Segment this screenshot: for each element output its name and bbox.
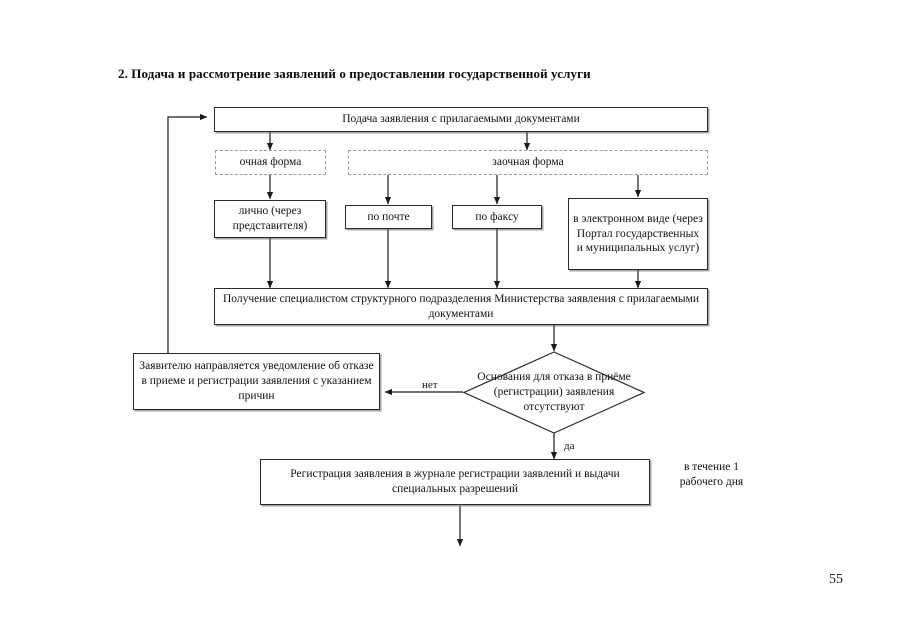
node-submission[interactable]: Подача заявления с прилагаемыми документ… (214, 107, 708, 132)
node-by-mail-label: по почте (367, 210, 410, 223)
node-by-fax-label: по факсу (475, 210, 519, 223)
annotation-timeframe: в течение 1 рабочего дня (679, 461, 744, 488)
node-refusal-notice[interactable]: Заявителю направляется уведомление об от… (133, 353, 380, 410)
edge-label-no: нет (420, 379, 440, 391)
node-in-person-form-label: очная форма (239, 156, 302, 169)
node-submission-label: Подача заявления с прилагаемыми документ… (342, 113, 580, 126)
node-remote-form[interactable]: заочная форма (348, 150, 708, 175)
decision-diamond-shape (462, 351, 646, 434)
node-receipt[interactable]: Получение специалистом структурного подр… (214, 288, 708, 325)
node-remote-form-label: заочная форма (492, 156, 564, 169)
node-decision[interactable]: Основания для отказа в приёме (регистрац… (462, 351, 646, 434)
node-personally-label: лично (через представителя) (232, 205, 308, 232)
node-registration-label: Регистрация заявления в журнале регистра… (290, 468, 620, 495)
node-by-mail[interactable]: по почте (345, 205, 432, 229)
node-registration[interactable]: Регистрация заявления в журнале регистра… (260, 459, 650, 505)
node-by-fax[interactable]: по факсу (452, 205, 542, 229)
edge-label-yes: да (562, 440, 577, 452)
page-number: 55 (829, 572, 843, 587)
node-in-person-form[interactable]: очная форма (215, 150, 326, 175)
node-receipt-label: Получение специалистом структурного подр… (222, 292, 700, 320)
page-title: 2. Подача и рассмотрение заявлений о пре… (118, 66, 591, 81)
node-refusal-notice-label: Заявителю направляется уведомление об от… (139, 360, 374, 402)
node-electronic-label: в электронном виде (через Портал государ… (573, 212, 703, 255)
node-electronic[interactable]: в электронном виде (через Портал государ… (568, 198, 708, 270)
node-decision-label: Основания для отказа в приёме (регистрац… (477, 371, 631, 413)
node-personally[interactable]: лично (через представителя) (214, 200, 326, 238)
